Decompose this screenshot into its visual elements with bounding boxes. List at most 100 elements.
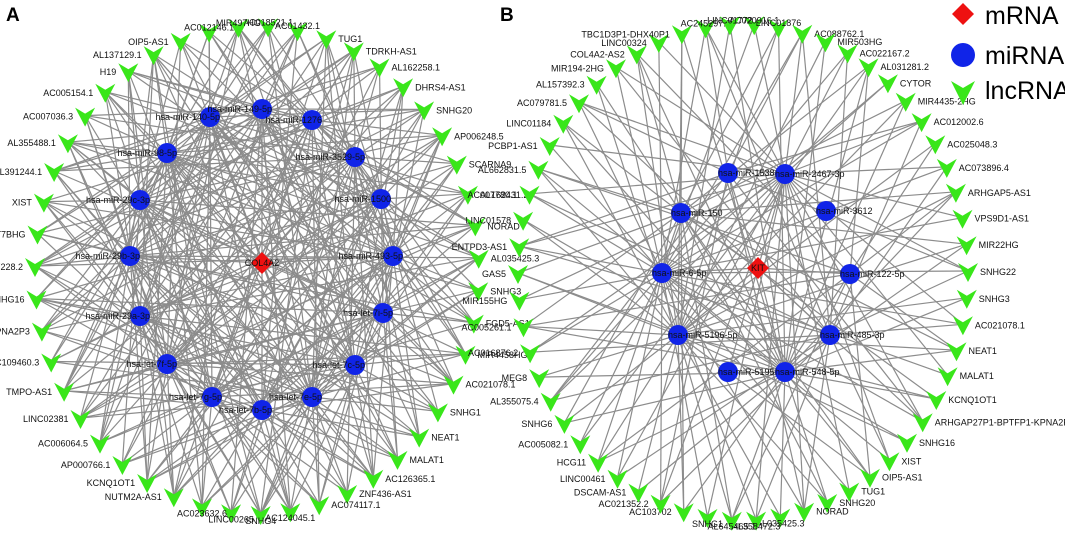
edge-xist-hsa-mir-2467-3p (784, 173, 890, 461)
lncrna-node: AC023632.6 (177, 498, 227, 518)
lncrna-node: SCARNA9 (446, 155, 511, 175)
edge-ac021352-2-hsa-mir-485-3p (660, 334, 831, 504)
lncrna-label: AC025048.3 (947, 139, 997, 149)
mirna-node: hsa-miR-1500 (334, 189, 391, 209)
lncrna-label: SNHG20 (436, 105, 472, 115)
lncrna-v-icon (228, 18, 249, 38)
mirna-node: hsa-miR-1276 (265, 110, 322, 130)
lncrna-v-icon (26, 290, 47, 310)
lncrna-node: AC020916.1 (729, 15, 779, 36)
edge-tug1-hsa-mir-2467-3p (784, 173, 850, 491)
edge-ac023632-6-hsa-mir-29a-3p (139, 315, 203, 507)
edge-ac012146-1-hsa-mir-149-5p (208, 31, 263, 110)
lncrna-v-icon (287, 22, 308, 42)
lncrna-label: LINC01772 (707, 15, 753, 25)
lncrna-node: SNHG3 (956, 289, 1010, 309)
lncrna-v-icon (250, 506, 271, 525)
edge-xist-hsa-let-7f-5p (43, 201, 168, 365)
mirna-label: hsa-let-7c-5p (312, 360, 365, 370)
lncrna-node: ZNF436-AS1 (337, 485, 412, 504)
lncrna-label: AC006064.5 (38, 439, 88, 449)
edge-snhg16-hsa-let-7c-5p (36, 297, 356, 366)
edge-dhrs4-as1-hsa-let-7e-5p (311, 86, 404, 398)
lncrna-v-icon (343, 42, 364, 62)
lncrna-node: TUG1 (316, 30, 362, 50)
lncrna-node: MIR194-2HG (551, 59, 626, 79)
mirna-circle-icon (718, 362, 738, 382)
edge-al035425-3-hsa-mir-1500 (380, 198, 480, 259)
lncrna-v-icon (956, 236, 977, 256)
lncrna-label: AL358472.3 (732, 522, 781, 532)
lncrna-v-icon (860, 468, 880, 488)
lncrna-node: AC021078.1 (952, 316, 1025, 336)
mirna-circle-icon (840, 264, 860, 284)
lncrna-label: FGD5-AS1 (486, 319, 530, 329)
mirna-node: hsa-let-7g-5p (169, 387, 222, 407)
lncrna-label: MEG8 (502, 373, 528, 383)
edge-znf436-as1-hsa-let-7i-5p (346, 312, 384, 494)
lncrna-label: SNHG16 (919, 438, 955, 448)
mrna-diamond-icon (251, 252, 273, 274)
lncrna-node: AC018521.1 (243, 17, 293, 38)
lncrna-label: ARHGAP27P1-BPTFP1-KPNA2P3 (935, 417, 1065, 427)
edge-al137129-1-hsa-mir-29a-3p (139, 54, 155, 317)
edge-ac005261-1-hsa-mir-548-5p (523, 325, 786, 373)
mirna-node: hsa-miR-149-5p (207, 99, 272, 119)
edge-mir22hg-hsa-mir-5196-5p (677, 243, 967, 336)
edge-al391244-1-hsa-let-7i-5p (53, 170, 384, 314)
edge-tdrkh-as1-hsa-mir-493-5p (353, 50, 394, 257)
mirna-label: hsa-miR-5196-5p (668, 330, 738, 340)
edge-oip5-as1-hsa-let-7f-5p (166, 40, 182, 365)
lncrna-label: SNHG20 (839, 498, 875, 508)
mirna-circle-icon (671, 203, 691, 223)
lncrna-node: HCG11 (557, 453, 609, 473)
lncrna-v-icon (792, 24, 813, 44)
mirna-label: hsa-miR-1500 (334, 194, 391, 204)
lncrna-label: AL035425.3 (756, 519, 805, 529)
edge-tbc1d3p1-dhx40p1-hsa-mir-548-5p (681, 33, 786, 373)
lncrna-v-icon (606, 59, 626, 79)
lncrna-node: SNHG4 (245, 506, 276, 526)
edge-mirlet7bhg-hsa-let-7g-5p (37, 233, 213, 398)
edge-dscam-as1-hsa-mir-5196-5p (637, 334, 679, 492)
edge-ac124045-1-hsa-mir-149-5p (261, 108, 291, 512)
lncrna-label: AC005261.1 (461, 322, 511, 332)
lncrna-node: TUG1 (839, 482, 885, 502)
lncrna-label: CYTOR (900, 78, 932, 88)
edge-al137129-1-hsa-let-7c-5p (153, 53, 356, 366)
lncrna-node: LINC00324 (601, 34, 669, 53)
lncrna-v-icon (221, 504, 242, 524)
lncrna-node: MIR4435-2HG (895, 92, 976, 112)
edge-hsa-mir-6-5p-kit (661, 267, 759, 274)
edge-neat1-hsa-mir-122-5p (849, 273, 957, 351)
lncrna-node: AC126365.1 (363, 469, 435, 489)
edge-ac007036-3-hsa-let-7b-5p (84, 115, 263, 411)
edge-al358472-3-hsa-mir-2467-3p (755, 173, 786, 520)
lncrna-label: AL355488.1 (7, 138, 56, 148)
edge-ap000766-1-hsa-let-7f-5p (121, 363, 168, 465)
mirna-node: hsa-miR-122-5p (840, 264, 905, 284)
lncrna-v-icon (393, 78, 414, 98)
lncrna-node: AC012146.1 (184, 23, 234, 43)
edge-nutm2a-as1-hsa-let-7f-5p (166, 363, 175, 497)
edge-ac01432-1-hsa-let-7f-5p (166, 29, 299, 365)
edge-mir22hg-hsa-mir-150 (680, 212, 967, 245)
edge-ac021352-2-hsa-mir-2467-3p (660, 173, 786, 504)
edge-ac103702-hsa-mir-150 (680, 212, 685, 512)
edge-arhgap27p1-bptfp1-kpna2p3-hsa-mir-2467-3p (784, 173, 924, 422)
lncrna-node: MIR22HG (956, 236, 1019, 256)
edge-oip5-as1-hsa-mir-548-5p (784, 371, 871, 478)
edge-ac012146-1-hsa-mir-98-5p (166, 31, 210, 154)
lncrna-v-icon (137, 474, 158, 493)
lncrna-v-icon (671, 25, 692, 45)
edge-al391244-1-hsa-let-7b-5p (53, 170, 263, 411)
edge-dhrs4-as1-hsa-mir-29c-3p (139, 85, 404, 201)
lncrna-v-icon (768, 19, 789, 39)
lncrna-v-icon (746, 511, 767, 531)
mirna-circle-icon (775, 362, 795, 382)
lncrna-node: NUTM2A-AS1 (105, 488, 184, 508)
edge-al035425-3-hsa-mir-5196-5p (677, 334, 781, 517)
lncrna-v-icon (432, 127, 453, 147)
mirna-node: hsa-let-7f-5p (126, 354, 177, 374)
mirna-node: hsa-miR-3612 (816, 201, 873, 221)
